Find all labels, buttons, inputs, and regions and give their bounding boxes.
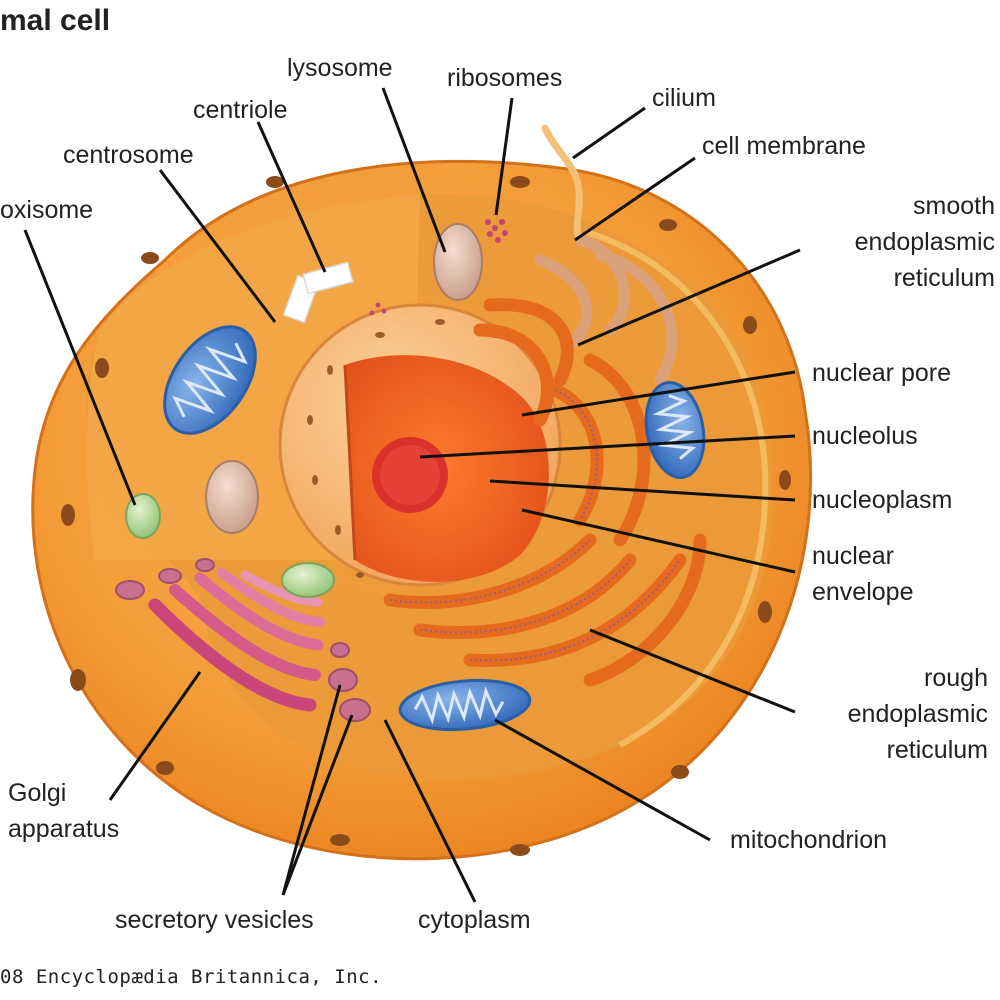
label-rough-er-2: endoplasmic xyxy=(847,700,988,728)
label-nucleoplasm: nucleoplasm xyxy=(812,486,953,514)
label-peroxisome: oxisome xyxy=(0,196,94,224)
label-centriole: centriole xyxy=(193,96,288,124)
label-mitochondrion: mitochondrion xyxy=(730,826,888,854)
label-golgi-1: Golgi xyxy=(8,779,67,807)
golgi xyxy=(148,568,325,712)
label-cell-membrane: cell membrane xyxy=(702,132,866,160)
vesicle-green xyxy=(281,562,335,598)
mitochondria xyxy=(163,325,706,732)
label-lysosome: lysosome xyxy=(287,54,393,82)
cilium xyxy=(541,124,583,239)
label-nucleolus: nucleolus xyxy=(812,422,918,450)
label-cilium: cilium xyxy=(652,84,716,112)
label-nuclear-envelope-2: envelope xyxy=(812,578,914,606)
label-cytoplasm: cytoplasm xyxy=(418,906,531,934)
label-centrosome: centrosome xyxy=(63,141,194,169)
smooth-er xyxy=(534,234,678,386)
copyright-credit: 08 Encyclopædia Britannica, Inc. xyxy=(0,966,383,988)
peroxisome xyxy=(125,493,161,539)
label-smooth-er-1: smooth xyxy=(913,192,995,220)
label-nuclear-pore: nuclear pore xyxy=(812,359,951,387)
vesicles xyxy=(115,558,371,722)
label-golgi-2: apparatus xyxy=(8,815,120,843)
leader-lines xyxy=(23,87,801,903)
label-rough-er-1: rough xyxy=(924,664,988,692)
label-rough-er-3: reticulum xyxy=(886,736,988,764)
vacuole xyxy=(205,460,259,534)
label-secretory-vesicles: secretory vesicles xyxy=(115,906,314,934)
rough-er-outline xyxy=(389,389,681,662)
label-nuclear-envelope-1: nuclear xyxy=(812,542,894,570)
lysosome xyxy=(433,223,483,301)
ribosomes xyxy=(369,219,508,316)
label-smooth-er-2: endoplasmic xyxy=(854,228,995,256)
diagram-title: mal cell xyxy=(0,4,111,37)
centriole xyxy=(282,261,354,324)
nucleus xyxy=(278,303,562,587)
label-ribosomes: ribosomes xyxy=(447,64,563,92)
membrane-pores xyxy=(61,176,791,856)
label-smooth-er-3: reticulum xyxy=(893,264,995,292)
